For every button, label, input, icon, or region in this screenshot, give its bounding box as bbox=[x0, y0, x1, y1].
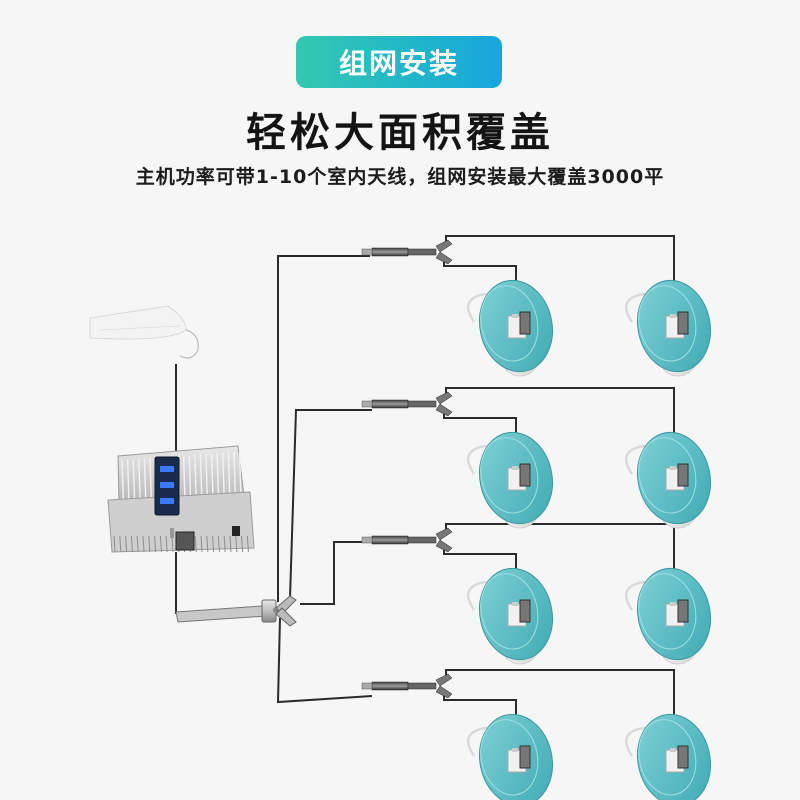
branch-4 bbox=[361, 673, 711, 800]
trunk-cable-2 bbox=[289, 409, 372, 599]
ceiling-antenna-icon bbox=[466, 279, 553, 377]
branch-cable-near-3 bbox=[443, 550, 517, 570]
branch-cable-far-4 bbox=[445, 669, 675, 716]
branch-cable-far-1 bbox=[445, 235, 675, 282]
section-badge-label: 组网安装 bbox=[338, 47, 459, 80]
trunk-cable-4 bbox=[276, 617, 373, 704]
two-way-splitter-icon bbox=[361, 391, 453, 417]
branch-cable-far-2 bbox=[445, 387, 675, 434]
ceiling-antenna-icon bbox=[466, 431, 553, 529]
section-badge: 组网安装 bbox=[296, 36, 502, 88]
ceiling-antenna-icon bbox=[624, 567, 711, 665]
two-way-splitter-icon bbox=[361, 239, 453, 265]
branch-cable-near-2 bbox=[443, 414, 517, 434]
ceiling-antenna-icon bbox=[624, 279, 711, 377]
ceiling-antenna-icon bbox=[624, 713, 711, 800]
branch-group bbox=[361, 239, 711, 800]
branch-cable-near-1 bbox=[443, 262, 517, 282]
ceiling-antenna-icon bbox=[624, 431, 711, 529]
page-title: 轻松大面积覆盖 bbox=[246, 110, 554, 156]
two-way-splitter-icon bbox=[361, 673, 453, 699]
trunk-cable-3 bbox=[300, 541, 372, 605]
branch-1 bbox=[361, 239, 711, 377]
log-periodic-antenna-icon bbox=[89, 305, 199, 359]
branch-3 bbox=[361, 527, 711, 665]
ceiling-antenna-icon bbox=[466, 567, 553, 665]
trunk-cable-1 bbox=[277, 255, 370, 602]
branch-cable-near-4 bbox=[443, 696, 517, 716]
branch-cable-far-3 bbox=[445, 523, 675, 570]
two-way-splitter-icon bbox=[361, 527, 453, 553]
cable-network bbox=[175, 235, 675, 716]
power-splitter-icon bbox=[175, 595, 297, 627]
ceiling-antenna-icon bbox=[466, 713, 553, 800]
signal-repeater-icon bbox=[107, 445, 255, 553]
page-subtitle: 主机功率可带1-10个室内天线，组网安装最大覆盖3000平 bbox=[135, 166, 665, 188]
branch-2 bbox=[361, 391, 711, 529]
